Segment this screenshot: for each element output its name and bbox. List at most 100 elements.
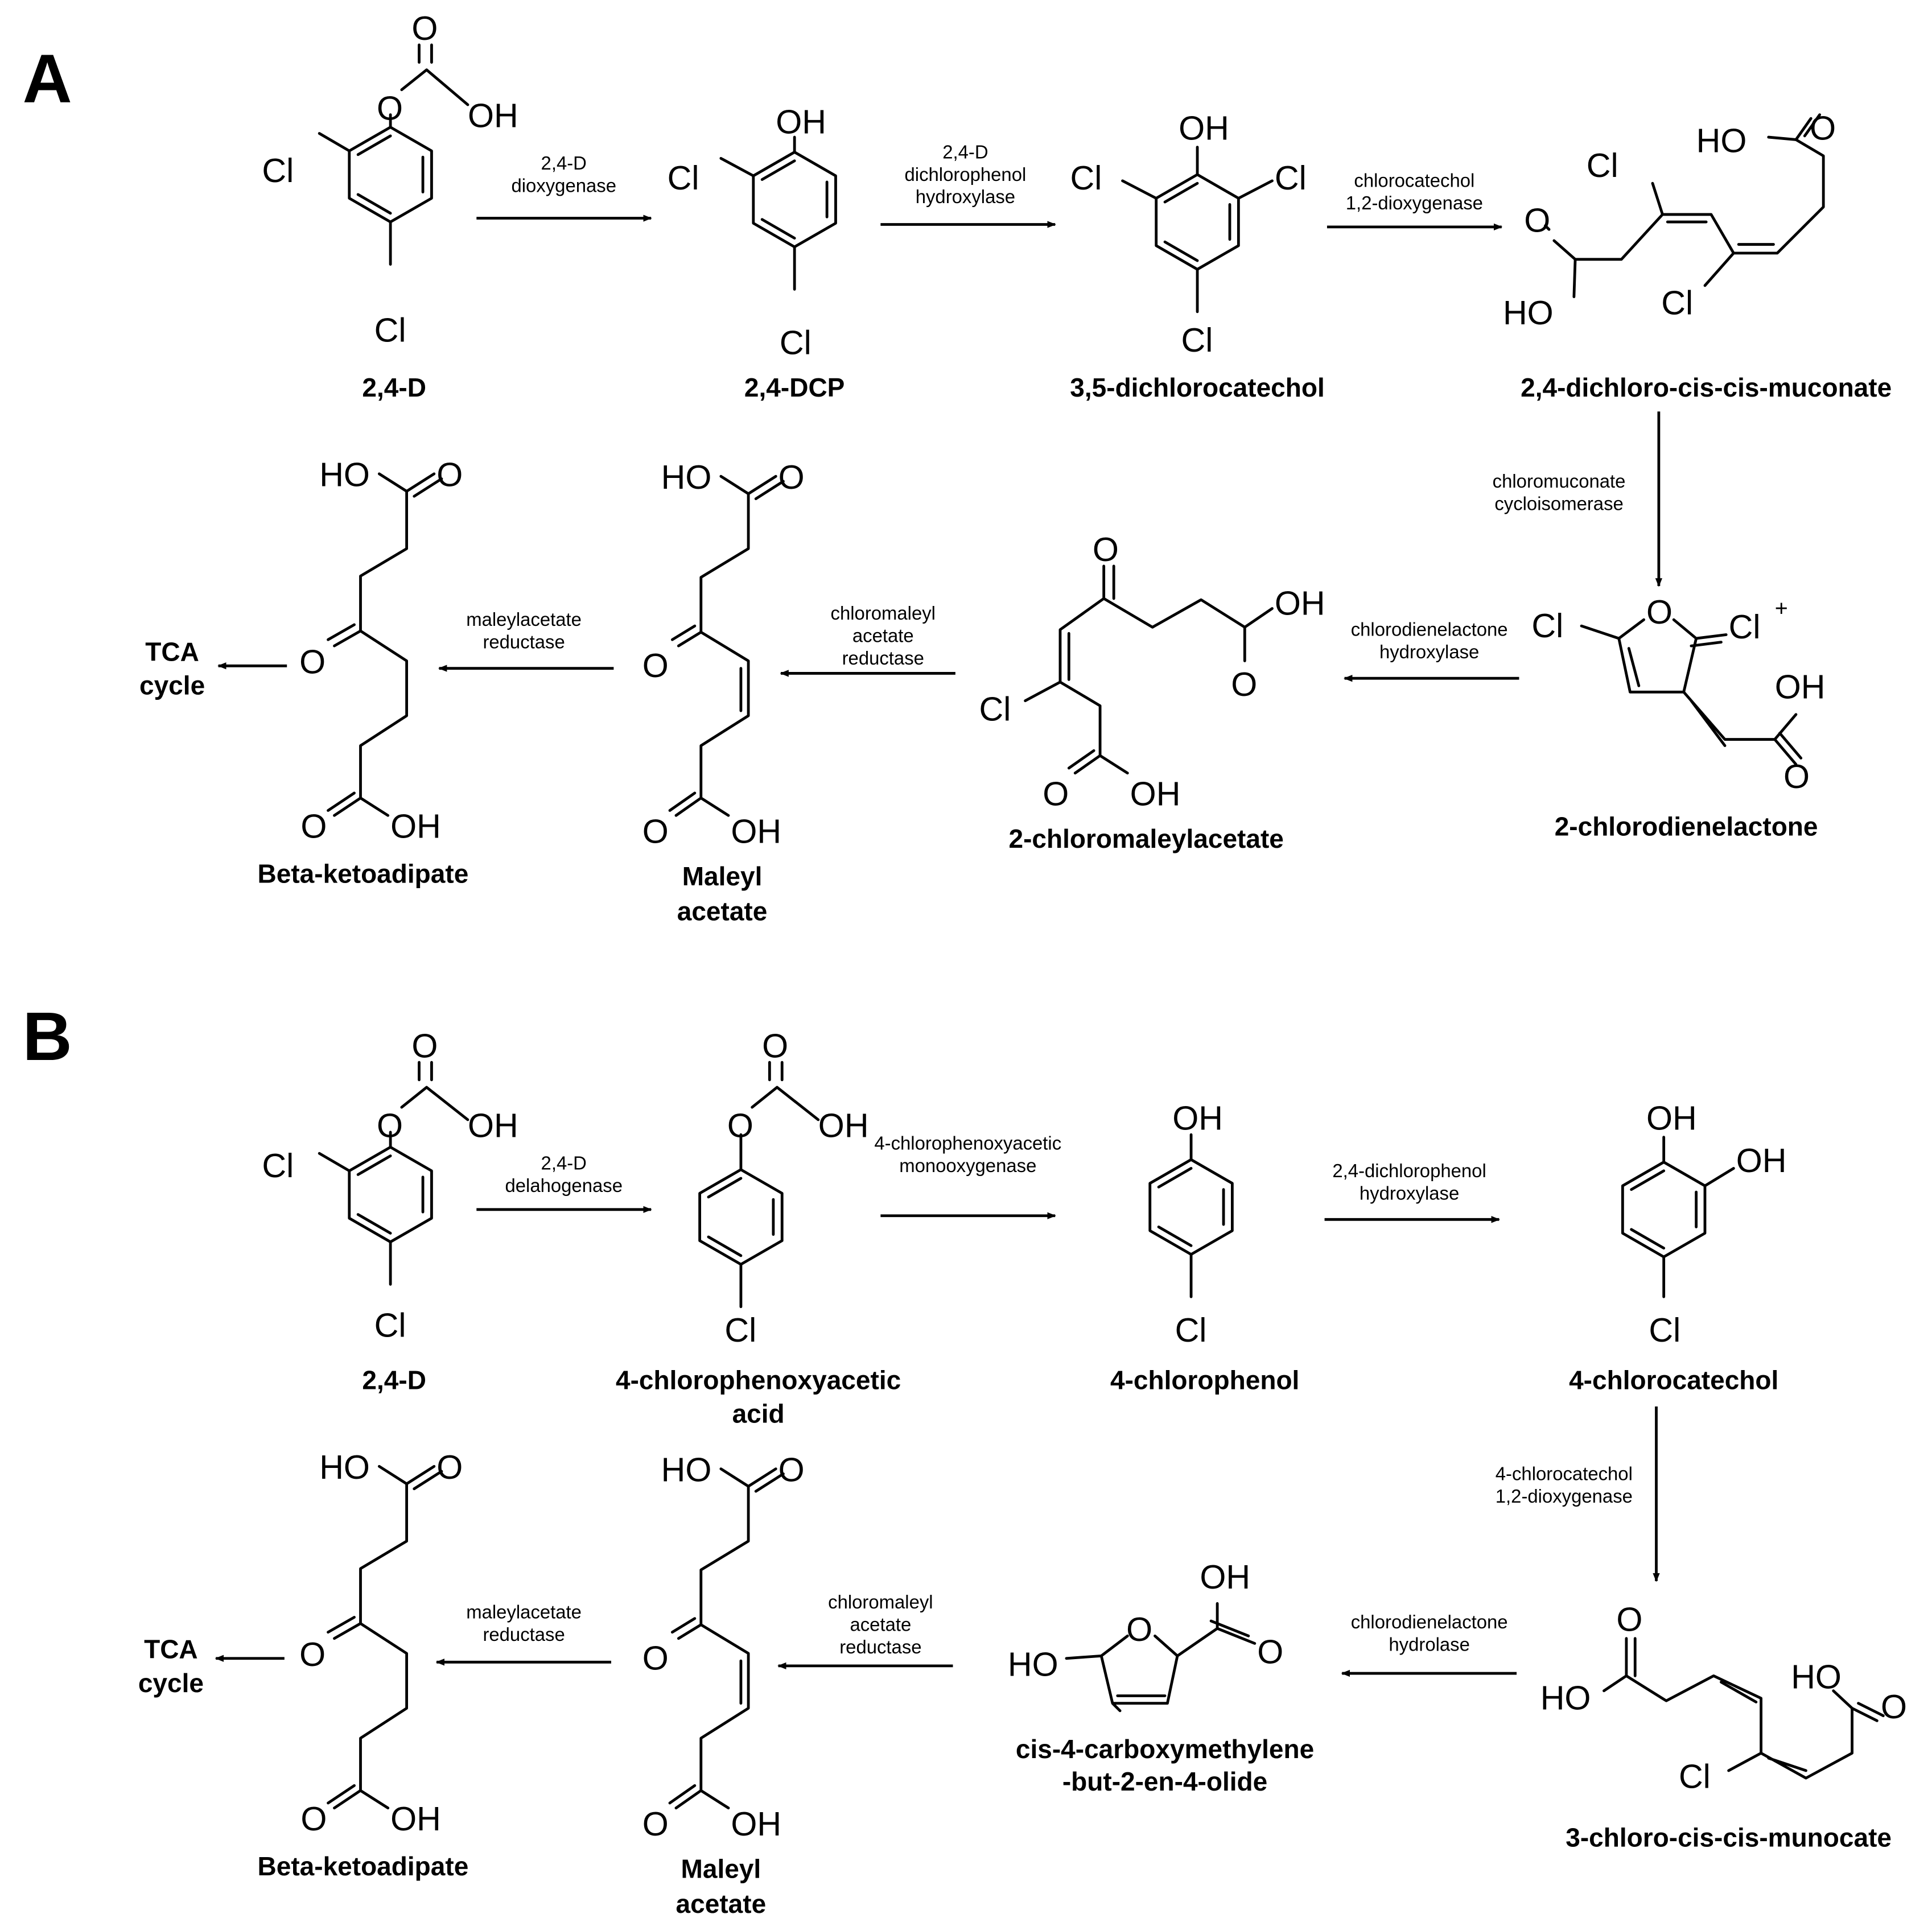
atom-o: O [642, 646, 669, 684]
compound-name: 2,4-D [362, 373, 426, 402]
molecule-maleylacetate-a [668, 475, 785, 817]
molecule-2-chloromaleylacetate [1024, 564, 1274, 775]
compound-name: 2,4-DCP [744, 373, 845, 402]
molecule-beta-ketoadipate-a [327, 472, 443, 817]
atom-o: O [411, 9, 438, 47]
atom-oh: OH [818, 1107, 869, 1145]
atom-o: O [1783, 757, 1810, 795]
atom-o: O [299, 1635, 326, 1673]
atom-ho: HO [661, 458, 712, 496]
atom-o: O [1616, 1600, 1642, 1639]
atom-o: O [300, 807, 327, 845]
molecule-2-4-dichloro-muconate [1544, 113, 1825, 298]
atom-ho: HO [661, 1451, 712, 1489]
atom-o: O [778, 1451, 805, 1489]
atom-oh: OH [776, 102, 826, 141]
compound-name: 2,4-D [362, 1365, 426, 1395]
atom-o: O [1093, 530, 1119, 568]
atom-oh: OH [1200, 1558, 1250, 1596]
atom-o: O [436, 1448, 463, 1486]
atom-cl: Cl [262, 151, 294, 189]
molecule-carboxymethylene-butenolide [1065, 1602, 1257, 1713]
atom-o: O [1231, 665, 1257, 703]
molecule-2-4-d-a [318, 43, 469, 266]
atom-o: O [642, 812, 669, 850]
atom-cl: Cl [1181, 321, 1213, 359]
atom-cl: Cl [1587, 146, 1618, 184]
molecule-2-chlorodienelactone [1580, 618, 1803, 766]
atom-cl: Cl [1175, 1311, 1207, 1349]
molecule-4-chlorophenol [1148, 1133, 1234, 1298]
compound-name: 4-chlorocatechol [1569, 1365, 1778, 1395]
compound-name: 2-chloromaleylacetate [1008, 824, 1283, 853]
atom-cl: Cl [780, 323, 811, 361]
charge-plus: + [1775, 596, 1788, 621]
atom-oh: OH [1646, 1099, 1697, 1137]
atom-o: O [1043, 775, 1069, 813]
molecule-2-4-d-b [318, 1061, 469, 1286]
atom-cl: Cl [1275, 159, 1307, 197]
molecule-maleylacetate-b [668, 1467, 785, 1810]
atom-oh: OH [390, 1800, 441, 1838]
atom-oh: OH [1172, 1099, 1223, 1137]
molecule-beta-ketoadipate-b [327, 1465, 443, 1810]
atom-oh: OH [1775, 667, 1826, 706]
atom-o: O [642, 1805, 669, 1843]
atom-o: O [436, 456, 463, 494]
molecule-3-chloro-muconate [1603, 1637, 1885, 1780]
atom-o: O [300, 1800, 327, 1838]
atom-oh: OH [1275, 584, 1325, 622]
atom-o: O [762, 1026, 788, 1065]
atom-cl: Cl [1679, 1758, 1711, 1796]
compound-name: 3-chloro-cis-cis-munocate [1566, 1823, 1892, 1853]
atom-o: O [1257, 1633, 1283, 1671]
atom-ho: HO [319, 1448, 370, 1486]
atom-ho: HO [1540, 1679, 1591, 1717]
atom-cl: Cl [1661, 283, 1693, 321]
compound-name: Beta-ketoadipate [258, 859, 469, 889]
panel-label-b: B [23, 998, 72, 1075]
atom-oh: OH [1736, 1141, 1787, 1179]
atom-oh: OH [468, 97, 518, 135]
atom-oh: OH [390, 807, 441, 845]
molecule-2-4-dcp [719, 135, 837, 291]
atom-o: O [1126, 1610, 1152, 1648]
compound-name: 4-chlorophenol [1110, 1365, 1299, 1395]
compound-name: 2-chlorodienelactone [1555, 811, 1818, 841]
atom-o: O [1810, 109, 1836, 147]
compound-name: cis-4-carboxymethylene-but-2-en-4-olide [1016, 1734, 1314, 1796]
atom-cl: Cl [1649, 1311, 1680, 1349]
molecule-3-5-dichlorocatechol [1121, 146, 1274, 314]
atom-ho: HO [1696, 121, 1747, 159]
compound-name: Beta-ketoadipate [258, 1851, 469, 1881]
compound-name: 3,5-dichlorocatechol [1070, 373, 1324, 402]
atom-oh: OH [468, 1107, 518, 1145]
atom-oh: OH [731, 812, 781, 850]
atom-ho: HO [1008, 1645, 1058, 1683]
atom-oh: OH [731, 1805, 781, 1843]
atom-ho: HO [1503, 294, 1554, 332]
atom-o: O [411, 1026, 438, 1065]
atom-o: O [377, 89, 403, 127]
atom-o: O [299, 642, 326, 680]
atom-cl: Cl [374, 1306, 406, 1344]
atom-o: O [377, 1107, 403, 1145]
atom-o: O [1881, 1688, 1907, 1726]
atom-o: O [727, 1107, 753, 1145]
